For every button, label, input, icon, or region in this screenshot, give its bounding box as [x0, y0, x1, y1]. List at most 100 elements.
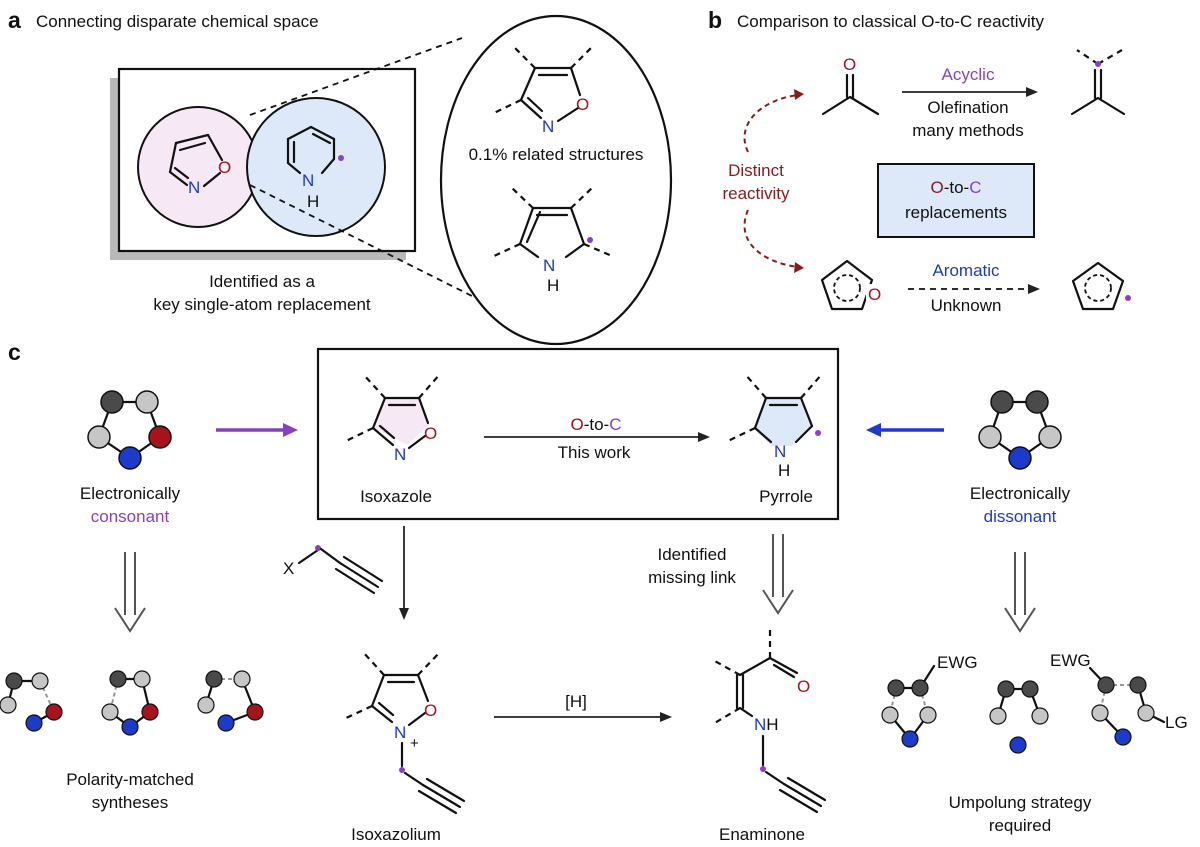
hydrogen-atom: H [778, 461, 790, 480]
hydrogen-atom: H [307, 192, 319, 211]
furan-structure: O [820, 259, 884, 311]
related-structures-label: 0.1% related structures [469, 145, 644, 164]
dissonant-ring [978, 390, 1062, 470]
pyrrole-structure-a: N H [286, 125, 344, 211]
substituted-isoxazole-a: O N [493, 46, 593, 136]
umpolung-line-2: required [989, 816, 1051, 835]
nitrogen-atom: N [774, 442, 786, 461]
oxygen-atom: O [843, 55, 856, 74]
ewg-label: EWG [937, 653, 978, 672]
isoxazole-structure-c: O N [345, 373, 441, 464]
dissonant-line-1: Electronically [970, 484, 1071, 503]
purple-dot [1125, 295, 1131, 301]
umpolung-fragment-1: EWG [881, 653, 978, 748]
umpolung-fragment-2 [989, 680, 1049, 754]
polarity-line-2: syntheses [92, 793, 169, 812]
purple-dot [399, 767, 405, 773]
o-to-c-label: O-to-C [570, 415, 621, 434]
panel-a-letter: a [8, 7, 21, 33]
enaminone-label: Enaminone [719, 825, 805, 844]
distinct-arrow-up [743, 94, 799, 153]
pyrrole-label: Pyrrole [759, 487, 813, 506]
oxygen-atom: O [576, 95, 589, 114]
isoxazolium-label: Isoxazolium [351, 825, 441, 844]
isoxazole-structure-a: O N [168, 133, 231, 197]
lg-label: LG [1165, 713, 1188, 732]
isoxazole-label: Isoxazole [360, 487, 432, 506]
x-label: X [283, 559, 294, 578]
consonant-line-2: consonant [91, 507, 170, 526]
arrowhead [794, 89, 804, 100]
pyrrole-space-circle [246, 97, 386, 237]
olefination-line-2: many methods [912, 121, 1024, 140]
acetone-structure: O [821, 55, 880, 116]
acyclic-label: Acyclic [942, 65, 995, 84]
caption-line-2: key single-atom replacement [153, 295, 371, 314]
nitrogen-atom: N [394, 723, 406, 742]
enaminone-structure: O NH [712, 628, 827, 814]
unknown-label: Unknown [931, 296, 1002, 315]
retro-arrow-middle [762, 534, 794, 615]
umpolung-line-1: Umpolung strategy [949, 793, 1092, 812]
retro-arrow-right [1004, 552, 1036, 633]
panel-c: c Electronically consonant [0, 339, 1188, 844]
isoxazolium-structure: O N + [345, 651, 466, 815]
oxygen-atom: O [797, 677, 810, 696]
polarity-fragment-1 [0, 672, 63, 732]
oxygen-atom: O [424, 701, 437, 720]
nh-label: NH [754, 715, 779, 734]
nitrogen-atom: N [188, 178, 200, 197]
distinct-arrow-down [743, 209, 799, 268]
arrowhead [866, 423, 881, 437]
purple-dot [587, 237, 593, 243]
ewg-label: EWG [1050, 651, 1091, 670]
arrowhead [794, 262, 804, 273]
nitrogen-atom: N [542, 117, 554, 136]
dissonant-line-2: dissonant [984, 507, 1057, 526]
replacements-box [877, 163, 1035, 238]
this-work-label: This work [558, 443, 631, 462]
aromatic-label: Aromatic [932, 261, 1000, 280]
identified-line-1: Identified [658, 545, 727, 564]
arrowhead [660, 712, 672, 722]
alkene-structure [1070, 49, 1126, 116]
reduction-label: [H] [565, 692, 587, 711]
panel-b-letter: b [708, 7, 722, 33]
polarity-fragment-3 [197, 670, 264, 732]
oxygen-atom: O [868, 285, 881, 304]
arrowhead [1026, 87, 1038, 97]
nitrogen-atom: N [543, 256, 555, 275]
arrowhead [698, 432, 710, 442]
panel-a-title: Connecting disparate chemical space [36, 12, 319, 31]
plus-charge: + [410, 735, 419, 752]
distinct-line-2: reactivity [722, 184, 790, 203]
panel-b-title: Comparison to classical O-to-C reactivit… [737, 12, 1045, 31]
oxygen-atom: O [218, 158, 231, 177]
caption-line-1: Identified as a [209, 272, 315, 291]
purple-dot [760, 766, 766, 772]
purple-dot [338, 155, 344, 161]
distinct-line-1: Distinct [728, 161, 784, 180]
nitrogen-atom: N [302, 171, 314, 190]
polarity-fragment-2 [101, 670, 159, 736]
zoom-line-bottom [249, 184, 481, 301]
panel-c-letter: c [8, 339, 21, 365]
retro-arrow-left [114, 552, 146, 633]
substituted-pyrrole-a: N H [493, 187, 613, 295]
olefination-line-1: Olefination [927, 98, 1008, 117]
nitrogen-atom: N [394, 445, 406, 464]
consonant-line-1: Electronically [80, 484, 181, 503]
related-structures-ellipse [439, 14, 673, 346]
identified-line-2: missing link [648, 568, 736, 587]
consonant-ring [87, 390, 172, 470]
purple-dot [315, 545, 321, 551]
isoxazole-space-circle [137, 106, 259, 228]
arrowhead [283, 423, 298, 437]
propargyl-reagent: X [283, 545, 384, 595]
oxygen-atom: O [424, 424, 437, 443]
hydrogen-atom: H [547, 276, 559, 295]
polarity-line-1: Polarity-matched [66, 770, 194, 789]
panel-b: b Comparison to classical O-to-C reactiv… [708, 7, 1131, 315]
arrowhead [399, 608, 409, 620]
